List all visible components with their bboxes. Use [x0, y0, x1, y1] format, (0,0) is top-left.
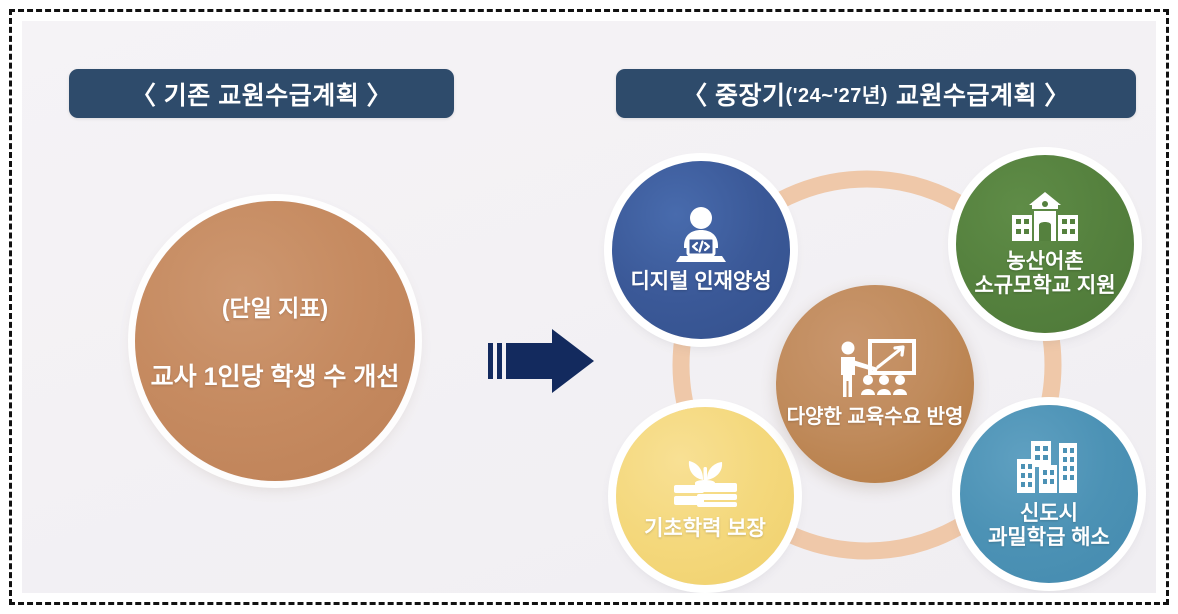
city-buildings-icon — [1013, 439, 1085, 495]
transition-arrow — [482, 321, 602, 401]
right-section-title: 〈 중장기 ('24~'27년) 교원수급계획 〉 — [616, 69, 1136, 118]
node-diverse-education-demand-label: 다양한 교육수요 반영 — [786, 406, 964, 429]
node-new-city-overcrowding[interactable]: 신도시 과밀학급 해소 — [960, 405, 1138, 583]
node-rural-small-school-label-1: 농산어촌 — [1006, 249, 1084, 273]
dashed-outer-frame — [9, 9, 1169, 605]
node-rural-small-school-label-2: 소규모학교 지원 — [974, 273, 1116, 297]
existing-plan-circle: (단일 지표) 교사 1인당 학생 수 개선 — [135, 201, 415, 481]
new-plan-cluster: 디지털 인재양성 — [578, 133, 1156, 593]
right-title-prefix: 〈 중장기 — [682, 81, 786, 110]
left-title-text: 〈 기존 교원수급계획 〉 — [130, 81, 393, 110]
node-diverse-education-demand[interactable]: 다양한 교육수요 반영 — [776, 285, 974, 483]
existing-plan-sublabel: (단일 지표) — [221, 295, 329, 321]
node-rural-small-school[interactable]: 농산어촌 소규모학교 지원 — [956, 155, 1134, 333]
right-arrow-icon — [488, 329, 594, 393]
node-basic-academic-ability-label: 기초학력 보장 — [644, 516, 766, 540]
right-title-years: ('24~'27년) — [785, 85, 888, 107]
infographic-panel: 〈 기존 교원수급계획 〉 〈 중장기 ('24~'27년) 교원수급계획 〉 … — [22, 21, 1156, 593]
node-digital-talent-label: 디지털 인재양성 — [630, 269, 772, 293]
sprout-books-icon — [668, 452, 742, 510]
teacher-whiteboard-icon — [834, 339, 916, 399]
node-new-city-overcrowding-label-2: 과밀학급 해소 — [988, 525, 1110, 549]
connector-ring — [672, 170, 1062, 560]
right-title-suffix: 교원수급계획 〉 — [895, 81, 1070, 110]
node-basic-academic-ability[interactable]: 기초학력 보장 — [616, 407, 794, 585]
schoolhouse-icon — [1008, 191, 1082, 243]
node-digital-talent[interactable]: 디지털 인재양성 — [612, 161, 790, 339]
person-laptop-code-icon — [666, 206, 736, 263]
left-section-title: 〈 기존 교원수급계획 〉 — [69, 69, 454, 118]
existing-plan-label: 교사 1인당 학생 수 개선 — [150, 363, 400, 391]
node-new-city-overcrowding-label-1: 신도시 — [1020, 501, 1078, 525]
